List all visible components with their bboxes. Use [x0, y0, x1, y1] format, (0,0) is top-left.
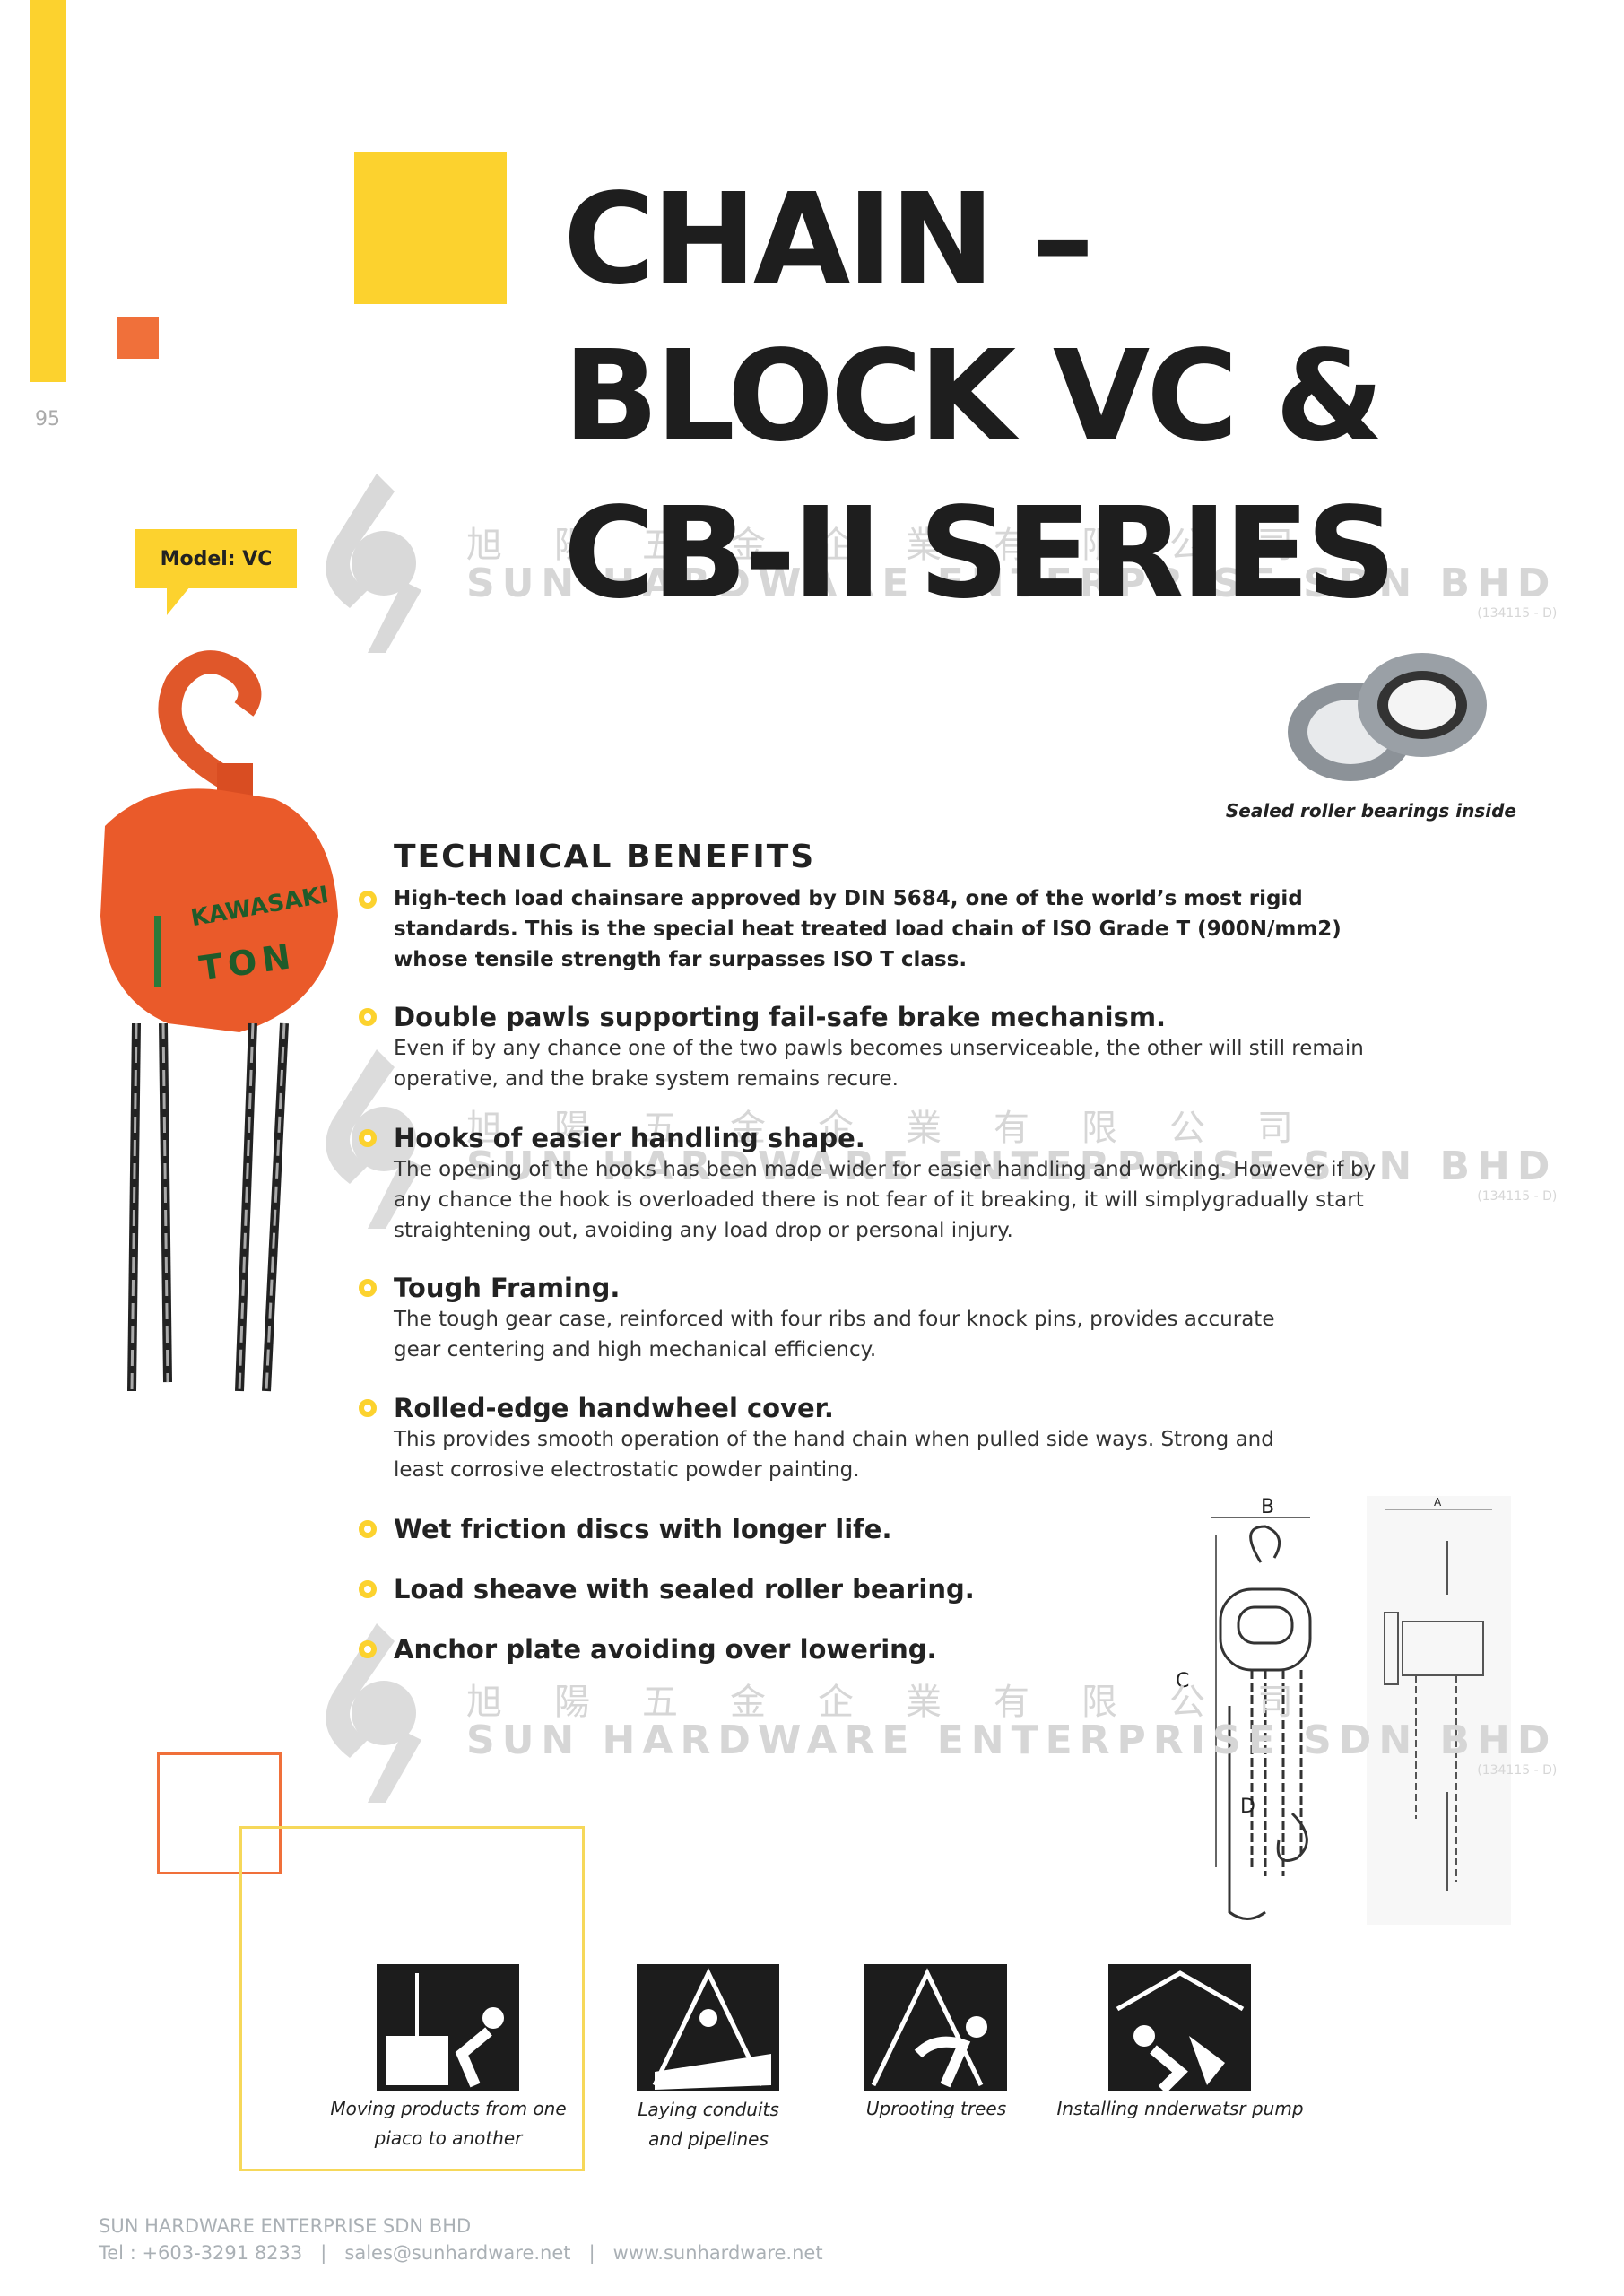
yellow-accent-square	[354, 152, 507, 304]
orange-outline-square	[157, 1752, 282, 1874]
footer-website[interactable]: www.sunhardware.net	[612, 2242, 823, 2264]
watermark-logo-icon	[314, 1623, 421, 1806]
bullet-icon	[359, 1640, 377, 1658]
benefit-title: Rolled-edge handwheel cover.	[394, 1393, 834, 1423]
benefit-body: This provides smooth operation of the ha…	[394, 1428, 1274, 1482]
page-number: 95	[35, 408, 60, 430]
dimension-diagram-side: A	[1367, 1496, 1511, 1925]
benefit-item: Rolled-edge handwheel cover. This provide…	[359, 1392, 1327, 1485]
orange-accent-square	[117, 317, 159, 359]
section-title: TECHNICAL BENEFITS	[394, 839, 816, 875]
benefit-title: Hooks of easier handling shape.	[394, 1123, 865, 1153]
bullet-icon	[359, 1520, 377, 1538]
dim-label-b: B	[1261, 1496, 1275, 1518]
bearing-caption: Sealed roller bearings inside	[1225, 800, 1516, 822]
dim-label-d: D	[1240, 1796, 1255, 1818]
bullet-icon	[359, 1580, 377, 1598]
benefit-item: Anchor plate avoiding over lowering.	[359, 1633, 1121, 1665]
footer-tel: Tel : +603-3291 8233	[99, 2242, 303, 2264]
footer-email[interactable]: sales@sunhardware.net	[344, 2242, 571, 2264]
yellow-accent-bar	[30, 0, 66, 382]
application-icon-installing-pump	[1108, 1964, 1251, 2094]
chain-block-image: KAWASAKI TON	[96, 647, 347, 1396]
benefit-title: High-tech load chainsare approved by DIN…	[394, 887, 1342, 971]
dimension-diagram-front: B C D	[1176, 1496, 1337, 1926]
dim-label-a: A	[1434, 1496, 1442, 1509]
application-icon-laying-conduits	[637, 1964, 779, 2091]
benefit-item: Load sheave with sealed roller bearing.	[359, 1573, 1121, 1605]
application-icon-moving-products	[377, 1964, 519, 2091]
dim-label-c: C	[1176, 1670, 1190, 1692]
benefit-body: The opening of the hooks has been made w…	[394, 1158, 1376, 1242]
page-title: CHAIN –BLOCK VC &CB-II SERIES	[563, 167, 1396, 627]
watermark-logo-icon	[314, 1049, 421, 1232]
separator: |	[588, 2242, 595, 2264]
application-icon-uprooting-trees	[864, 1964, 1007, 2091]
application-caption: Moving products from one piaco to anothe…	[330, 2098, 567, 2149]
benefit-item: High-tech load chainsare approved by DIN…	[359, 883, 1417, 975]
benefit-body: Even if by any chance one of the two paw…	[394, 1037, 1364, 1091]
benefit-item: Hooks of easier handling shape. The openi…	[359, 1122, 1417, 1246]
watermark-logo-icon	[314, 474, 421, 657]
footer-contact: Tel : +603-3291 8233 | sales@sunhardware…	[99, 2242, 823, 2264]
benefit-title: Anchor plate avoiding over lowering.	[394, 1634, 937, 1665]
bullet-icon	[359, 1279, 377, 1297]
benefit-title: Load sheave with sealed roller bearing.	[394, 1574, 975, 1605]
yellow-outline-square	[239, 1826, 585, 2171]
bullet-icon	[359, 1399, 377, 1417]
benefit-item: Double pawls supporting fail-safe brake …	[359, 1001, 1417, 1094]
footer-company: SUN HARDWARE ENTERPRISE SDN BHD	[99, 2215, 472, 2237]
benefit-title: Double pawls supporting fail-safe brake …	[394, 1002, 1167, 1032]
model-callout: Model: VC	[135, 529, 297, 615]
benefit-body: The tough gear case, reinforced with fou…	[394, 1308, 1275, 1361]
benefit-item: Wet friction discs with longer life.	[359, 1513, 1121, 1545]
benefit-title: Wet friction discs with longer life.	[394, 1514, 892, 1544]
benefit-item: Tough Framing. The tough gear case, reinf…	[359, 1272, 1327, 1365]
bullet-icon	[359, 1008, 377, 1026]
bullet-icon	[359, 1129, 377, 1147]
application-caption: Laying conduits and pipelines	[638, 2099, 779, 2150]
bullet-icon	[359, 891, 377, 909]
separator: |	[320, 2242, 327, 2264]
benefit-title: Tough Framing.	[394, 1273, 621, 1303]
application-caption: Uprooting trees	[865, 2098, 1007, 2119]
application-caption: Installing nnderwatsr pump	[1056, 2098, 1304, 2119]
roller-bearings-image	[1279, 647, 1492, 794]
